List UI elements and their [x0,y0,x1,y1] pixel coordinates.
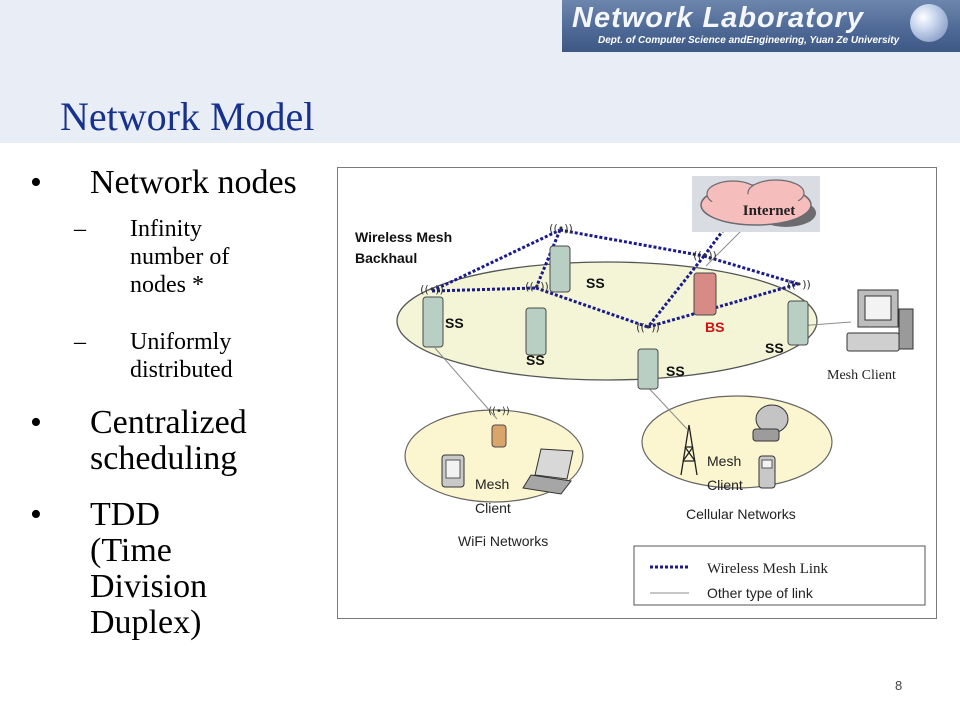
bullet-item: • Network nodes [30,165,297,201]
ss-label: SS [586,275,605,291]
svg-text:((•)): ((•)) [488,406,510,417]
mesh-label: Mesh [475,476,509,492]
mesh-link [559,228,705,258]
mesh-links [431,212,799,329]
sub-bullet-item: – Infinity number of nodes * [74,215,324,299]
mesh-label: Mesh [707,453,741,469]
antenna-signal-icon: ((•)) [525,280,549,293]
page-number: 8 [895,678,903,693]
cell-tower-icon [680,424,698,476]
bullet-text: Centralized scheduling [90,404,247,477]
cellular-network-area [641,395,833,489]
logo-title: Network Laboratory [572,2,864,34]
bullet-item: • Centralized scheduling [30,405,280,477]
logo-subtitle: Dept. of Computer Science andEngineering… [598,35,900,46]
mesh-link [431,286,537,293]
laptop-icon [522,448,574,495]
lab-logo: Network Laboratory Dept. of Computer Sci… [562,0,960,52]
wifi-networks-label: WiFi Networks [458,533,548,549]
ss-label: SS [526,352,545,368]
bullet-item: • TDD (Time Division Duplex) [30,497,280,641]
bs-node: ((•)) [693,249,717,316]
bullet-text: Network nodes [90,164,297,201]
sub-bullet-item: – Uniformly distributed [74,328,324,384]
desktop-computer-icon [846,289,914,352]
network-diagram-svg: Internet ((•)) ((•)) ((•)) ((•)) ((•)) (… [355,176,926,606]
bullet-dot: • [30,404,42,441]
antenna-signal-icon: ((•)) [693,249,717,262]
legend: Wireless Mesh Link Other type of link [633,545,926,606]
mesh-link [646,255,706,328]
network-diagram: Internet ((•)) ((•)) ((•)) ((•)) ((•)) (… [337,167,937,619]
ss-node: ((•)) [420,283,444,348]
mesh-link [703,254,799,286]
cellular-networks-label: Cellular Networks [686,506,796,522]
slide-title: Network Model [60,94,315,139]
ss-node: ((•)) [636,321,660,390]
mesh-link [534,229,562,289]
internet-cloud-icon [692,176,820,232]
bullet-text: TDD (Time Division Duplex) [90,496,208,641]
pda-icon [441,454,465,488]
ss-node: ((•)) [549,222,573,293]
ss-label: SS [445,315,464,331]
node-labels: SS SS SS SS SS BS [445,275,784,379]
other-link [705,225,747,267]
antenna-signal-icon: ((•)) [787,278,811,291]
access-point-icon: ((•)) [488,406,510,448]
bullet-dot: • [30,164,42,201]
antenna-signal-icon: ((•)) [636,321,660,334]
sub-bullet-dash: – [74,216,86,242]
globe-icon [910,4,948,42]
sub-bullet-text: Infinity number of nodes * [130,216,230,298]
client-label: Client [707,477,743,493]
ss-node: ((•)) [787,278,811,346]
antenna-signal-icon: ((•)) [420,283,444,296]
backhaul-label-line-2: Backhaul [355,250,417,266]
telephone-icon [752,404,789,442]
ss-label: SS [765,340,784,356]
sub-bullet-dash: – [74,329,86,355]
mesh-link [702,212,738,257]
bs-label: BS [705,319,724,335]
antenna-signal-icon: ((•)) [549,222,573,235]
bullet-dot: • [30,496,42,533]
client-label: Client [475,500,511,516]
mobile-phone-icon [758,455,776,489]
mesh-client-label: Mesh Client [827,368,896,383]
other-link [434,347,498,420]
sub-bullet-text: Uniformly distributed [130,329,233,383]
internet-label: Internet [743,203,796,219]
ss-node: ((•)) [525,280,549,356]
legend-mesh-link-label: Wireless Mesh Link [707,561,829,577]
legend-box [633,545,926,606]
other-link [643,382,688,430]
legend-other-link-label: Other type of link [707,585,814,601]
mesh-link [647,282,799,329]
backhaul-label-line-1: Wireless Mesh [355,229,452,245]
mesh-link [431,228,561,293]
ss-label: SS [666,363,685,379]
